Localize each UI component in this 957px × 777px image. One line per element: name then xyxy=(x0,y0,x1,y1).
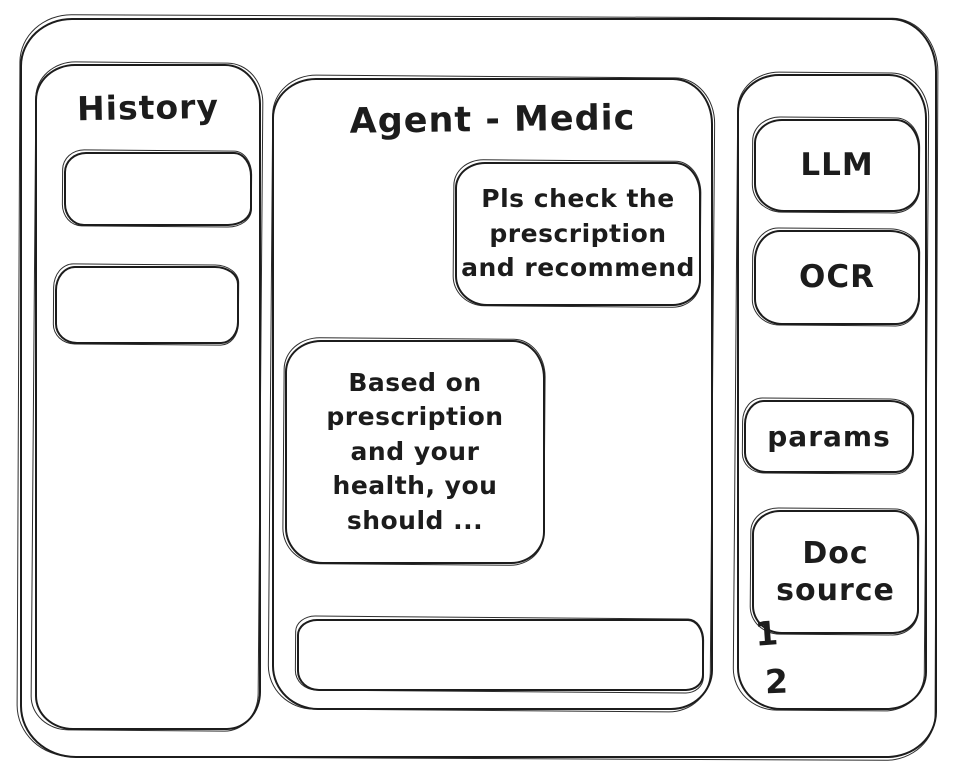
doc-source-list-item[interactable]: 1 xyxy=(753,613,780,654)
doc-source-button[interactable]: Doc source xyxy=(752,510,919,634)
doc-source-list-item[interactable]: 2 xyxy=(764,661,789,702)
chat-title: Agent - Medic xyxy=(349,98,636,142)
message-input-box[interactable] xyxy=(297,619,704,691)
history-title: History xyxy=(76,86,220,129)
message-input[interactable] xyxy=(299,621,702,689)
ocr-button[interactable]: OCR xyxy=(754,230,920,325)
history-item[interactable] xyxy=(55,266,239,344)
assistant-message-bubble: Based on prescription and your health, y… xyxy=(285,340,545,564)
tools-sidebar: LLM OCR params Doc source 1 2 xyxy=(737,74,927,710)
llm-button[interactable]: LLM xyxy=(754,119,920,212)
history-item[interactable] xyxy=(64,152,252,226)
params-button[interactable]: params xyxy=(744,400,914,473)
history-sidebar: History xyxy=(35,64,261,730)
user-message-bubble: Pls check the prescription and recommend xyxy=(455,162,701,306)
chat-panel: Agent - Medic Pls check the prescription… xyxy=(272,78,713,710)
